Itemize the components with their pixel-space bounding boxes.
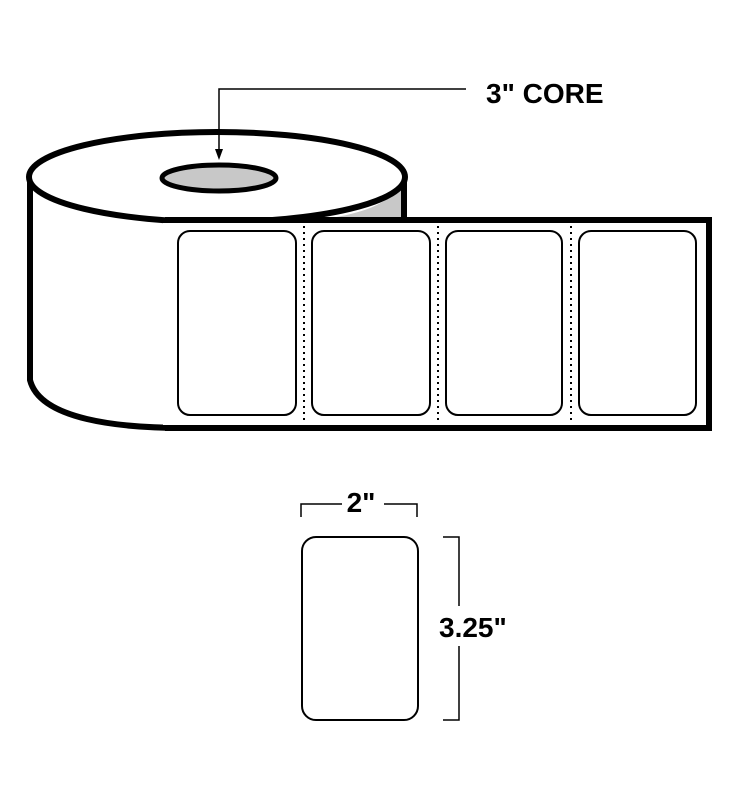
label-strip <box>163 217 712 431</box>
callout-leader-line <box>218 88 466 152</box>
core-callout: 3" CORE <box>215 78 604 160</box>
label-roll <box>26 129 408 431</box>
label-3 <box>445 230 563 416</box>
height-label: 3.25" <box>439 612 507 643</box>
label-4 <box>578 230 697 416</box>
label-2 <box>311 230 431 416</box>
label-detail: 2" 3.25" <box>300 487 507 721</box>
single-label <box>301 536 419 721</box>
width-label: 2" <box>347 487 376 518</box>
callout-arrowhead <box>215 149 223 160</box>
core-size-label: 3" CORE <box>486 78 604 109</box>
label-1 <box>177 230 297 416</box>
core-hole <box>159 162 279 194</box>
roll-liner-shadow <box>330 178 404 218</box>
